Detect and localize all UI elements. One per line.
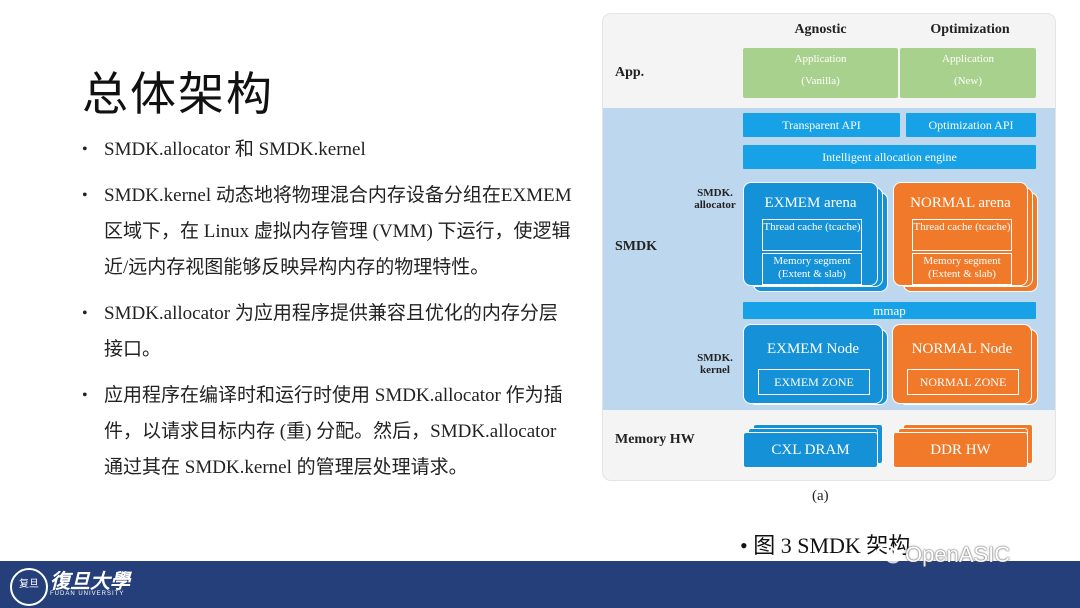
allocation-engine-bar: Intelligent allocation engine [743,145,1036,169]
exmem-arena: EXMEM arena Thread cache (tcache) Memory… [743,182,878,286]
app-vanilla-line2: (Vanilla) [801,75,840,87]
app-vanilla-box: Application (Vanilla) [743,48,898,98]
bullet-text: SMDK.allocator 为应用程序提供兼容且优化的内存分层接口。 [104,303,558,360]
university-seal-icon: 复旦 [10,568,48,606]
normal-zone-box: NORMAL ZONE [907,369,1019,395]
app-new-line1: Application [942,53,994,65]
bullet-text: SMDK.allocator 和 SMDK.kernel [104,139,366,160]
university-logo-text: 復旦大學 [50,569,130,593]
exmem-node: EXMEM Node EXMEM ZONE [743,324,883,404]
bullet-dot: • [82,141,88,158]
row-label-smdk: SMDK [615,239,657,254]
figure-caption: • 图 3 SMDK 架构 [740,533,911,558]
column-head-optimization: Optimization [930,22,1010,37]
normal-memory-segment: Memory segment (Extent & slab) [912,253,1012,285]
app-vanilla-line1: Application [794,53,847,65]
mmap-bar: mmap [743,302,1036,319]
column-head-agnostic: Agnostic [794,22,847,37]
exmem-node-title: EXMEM Node [766,341,860,357]
exmem-zone-box: EXMEM ZONE [758,369,870,395]
cxl-dram-label: CXL DRAM [771,442,850,458]
normal-arena: NORMAL arena Thread cache (tcache) Memor… [893,182,1028,286]
bullet-item: • SMDK.kernel 动态地将物理混合内存设备分组在EXMEM 区域下，在 … [82,178,572,286]
ddr-hw-label: DDR HW [930,442,991,458]
normal-node-title: NORMAL Node [911,341,1013,357]
exmem-arena-title: EXMEM arena [764,195,857,211]
smdk-allocator-label: SMDK. allocator [694,187,736,211]
footer-bar [0,561,1080,608]
cxl-dram-box: CXL DRAM [743,432,878,468]
row-label-app: App. [615,65,645,80]
diagram-subcaption: (a) [812,488,829,504]
optimization-api-bar: Optimization API [906,113,1036,137]
app-new-line2: (New) [953,75,983,87]
bullet-item: • 应用程序在编译时和运行时使用 SMDK.allocator 作为插件，以请求目… [82,378,572,486]
bullet-item: • SMDK.allocator 和 SMDK.kernel [82,132,572,168]
bullet-dot: • [82,305,88,322]
app-new-box: Application (New) [900,48,1036,98]
row-label-memory-hw: Memory HW [615,432,695,447]
exmem-memory-segment: Memory segment (Extent & slab) [762,253,862,285]
normal-node: NORMAL Node NORMAL ZONE [892,324,1032,404]
bullet-dot: • [82,387,88,404]
bullet-text: 应用程序在编译时和运行时使用 SMDK.allocator 作为插件，以请求目标… [104,385,563,478]
bullet-item: • SMDK.allocator 为应用程序提供兼容且优化的内存分层接口。 [82,296,572,368]
architecture-diagram: Agnostic Optimization App. SMDK Memory H… [603,14,1055,480]
bullet-list: • SMDK.allocator 和 SMDK.kernel • SMDK.kern… [82,132,572,496]
exmem-thread-cache: Thread cache (tcache) [762,219,862,251]
university-logo-subtitle: FUDAN UNIVERSITY [50,591,125,597]
transparent-api-bar: Transparent API [743,113,900,137]
bullet-dot: • [82,187,88,204]
wechat-icon [876,545,900,564]
normal-arena-title: NORMAL arena [910,195,1011,211]
smdk-kernel-label: SMDK. kernel [697,352,733,376]
ddr-hw-box: DDR HW [893,432,1028,468]
normal-thread-cache: Thread cache (tcache) [912,219,1012,251]
watermark-text: OpenASIC [905,542,1011,567]
slide-title: 总体架构 [82,67,274,121]
bullet-text: SMDK.kernel 动态地将物理混合内存设备分组在EXMEM 区域下，在 L… [104,185,572,278]
